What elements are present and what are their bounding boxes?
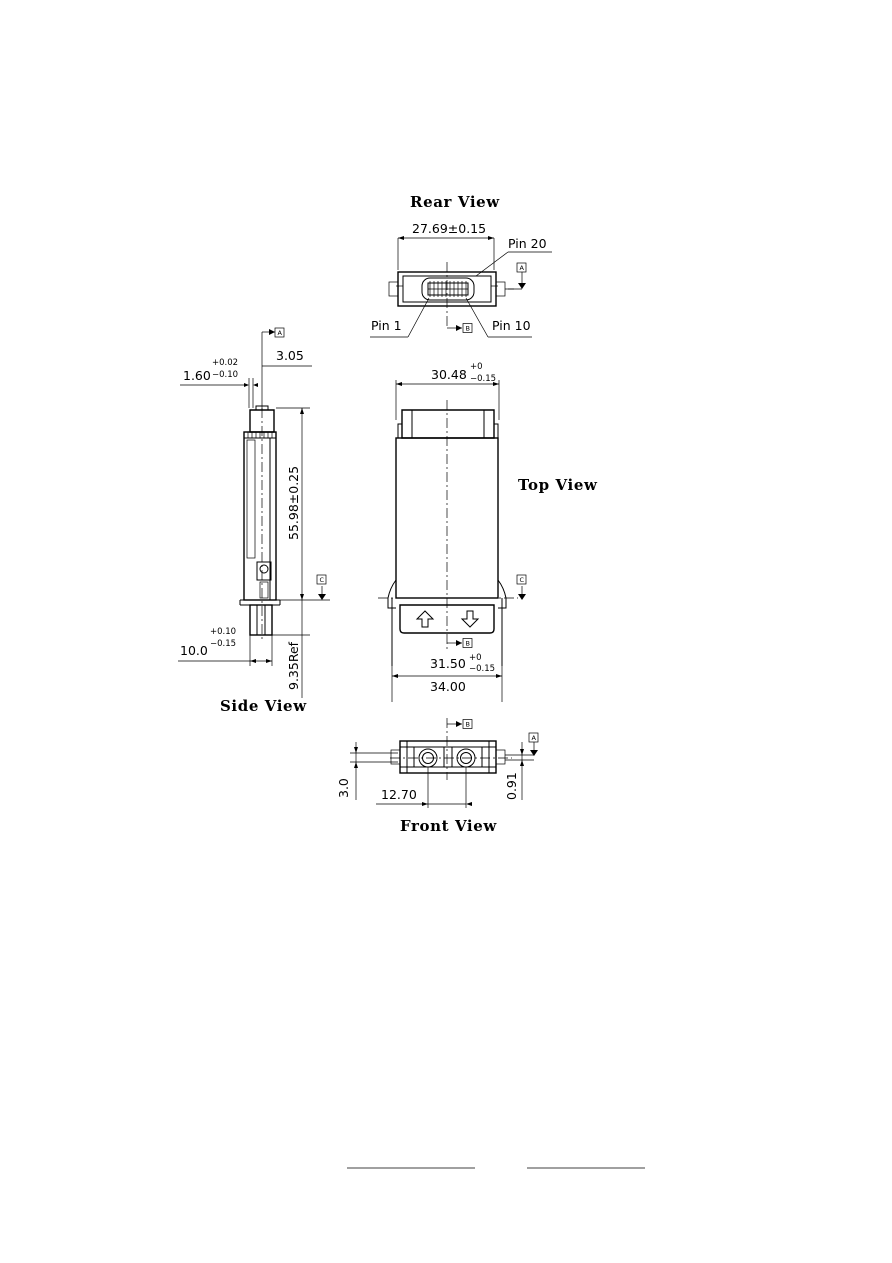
top-dim-width-tol-minus: −0.15 bbox=[470, 374, 496, 384]
front-view: Front View B 12.70 bbox=[336, 718, 539, 835]
rear-view: Rear View 27.69±0.15 bbox=[370, 193, 552, 338]
rear-contacts bbox=[428, 281, 468, 297]
side-dim-length: 55.98±0.25 bbox=[286, 466, 301, 540]
rear-width-dim: 27.69±0.15 bbox=[412, 221, 486, 236]
side-dim-1-60-tol-plus: +0.02 bbox=[212, 358, 238, 368]
front-datum-b: B bbox=[466, 721, 470, 729]
side-dim-3-05: 3.05 bbox=[276, 348, 304, 363]
pin-20-label: Pin 20 bbox=[508, 236, 547, 251]
down-arrow-icon bbox=[460, 610, 480, 628]
front-dim-0-91: 0.91 bbox=[504, 772, 519, 800]
side-dim-1-60-tol-minus: −0.10 bbox=[212, 370, 238, 380]
side-top-ribs bbox=[247, 432, 273, 438]
front-datum-a: A bbox=[532, 734, 537, 742]
top-view-title: Top View bbox=[518, 476, 598, 494]
pin-10-label: Pin 10 bbox=[492, 318, 531, 333]
side-view: Side View A 3.05 1.60 +0.02 −0.10 bbox=[178, 327, 330, 715]
side-dim-10-0-tol-minus: −0.15 bbox=[210, 639, 236, 649]
rear-view-title: Rear View bbox=[410, 193, 500, 211]
top-datum-c: C bbox=[520, 576, 525, 584]
up-arrow-icon bbox=[415, 610, 435, 628]
top-dim-body-width-tol-minus: −0.15 bbox=[469, 664, 495, 674]
side-dim-1-60: 1.60 bbox=[183, 368, 211, 383]
side-dim-10-0-tol-plus: +0.10 bbox=[210, 627, 236, 637]
top-datum-b: B bbox=[466, 640, 470, 648]
top-dim-body-width: 31.50 bbox=[430, 656, 466, 671]
top-dim-width: 30.48 bbox=[431, 367, 467, 382]
side-datum-c: C bbox=[320, 576, 325, 584]
top-dim-body-width-tol-plus: +0 bbox=[469, 653, 482, 663]
rear-datum-b: B bbox=[466, 325, 470, 333]
top-dim-width-tol-plus: +0 bbox=[470, 362, 483, 372]
side-dim-ref: 9.35Ref bbox=[286, 641, 301, 690]
rear-datum-a: A bbox=[520, 264, 525, 272]
side-datum-a: A bbox=[278, 329, 283, 337]
front-view-title: Front View bbox=[400, 817, 497, 835]
top-view: Top View 30.48 +0 −0.15 C bbox=[378, 362, 598, 702]
side-view-title: Side View bbox=[220, 697, 307, 715]
side-dim-10-0: 10.0 bbox=[180, 643, 208, 658]
front-dim-3-0: 3.0 bbox=[336, 778, 351, 798]
pin-1-label: Pin 1 bbox=[371, 318, 402, 333]
top-dim-overall-width: 34.00 bbox=[430, 679, 466, 694]
front-dim-pitch: 12.70 bbox=[381, 787, 417, 802]
